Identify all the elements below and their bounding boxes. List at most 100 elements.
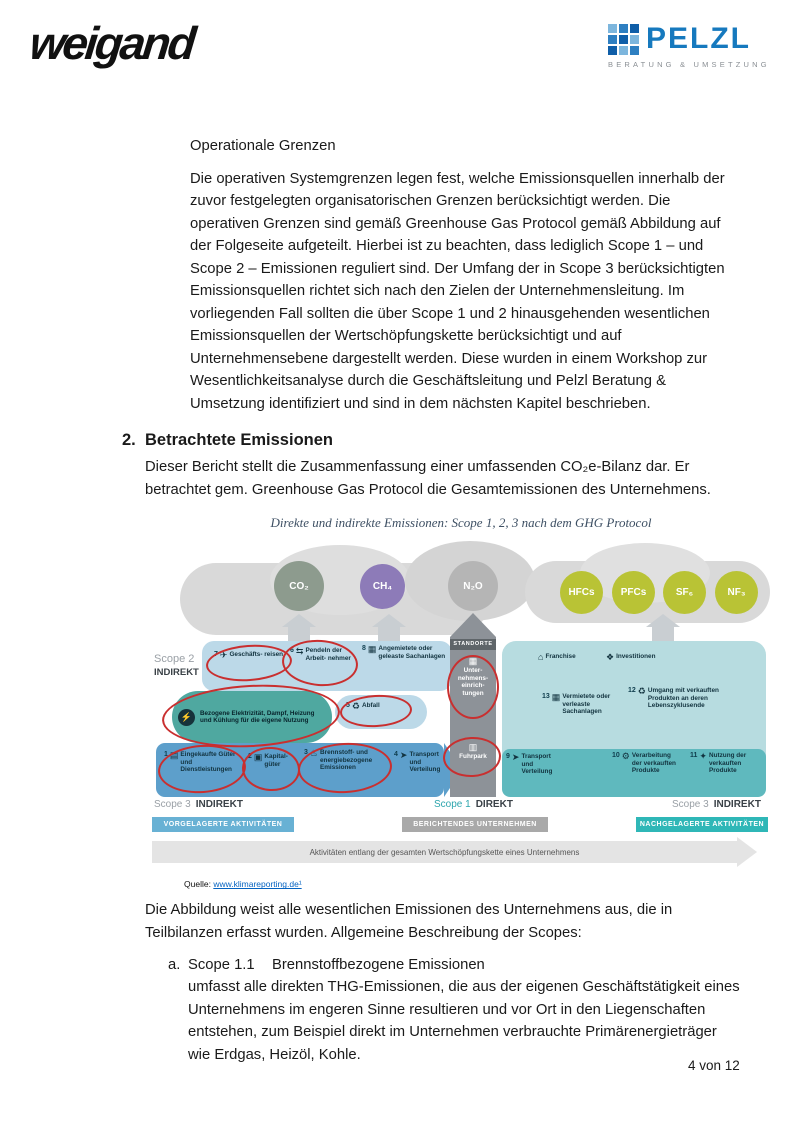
scope-name: Scope 3 xyxy=(154,799,191,811)
item-label: Verarbeitung der verkauften Produkte xyxy=(631,752,676,775)
item-number: 11 xyxy=(690,752,698,760)
cart-icon: ▤ xyxy=(169,750,179,761)
item-number: 6 xyxy=(290,647,294,655)
value-chain-arrowhead xyxy=(737,837,757,868)
item-label: Nutzung der verkauften Produkte xyxy=(708,752,747,775)
value-chain-arrow: Aktivitäten entlang der gesamten Wertsch… xyxy=(152,841,737,864)
recycling-icon: ♻ xyxy=(637,686,646,697)
source-link[interactable]: www.klimareporting.de¹ xyxy=(213,879,302,890)
waste-icon: ♻ xyxy=(351,701,360,712)
scope2-label: Scope 2 INDIREKT xyxy=(154,653,199,679)
item-number: 12 xyxy=(628,687,636,695)
upstream-region-waste xyxy=(335,695,427,730)
plane-icon: ✈ xyxy=(219,650,228,661)
intro-paragraph: Die operativen Systemgrenzen legen fest,… xyxy=(190,171,725,412)
ghg-scope-diagram: STANDORTE ⚡ Bezogene Elektrizität, Dampf… xyxy=(150,541,772,871)
figure-caption: Direkte und indirekte Emissionen: Scope … xyxy=(270,515,652,531)
list-item-a-description: umfasst alle direkten THG-Emissionen, di… xyxy=(188,979,740,1063)
item-number: 7 xyxy=(214,651,218,659)
gas-bubble-sf6: SF₆ xyxy=(663,571,706,615)
item-label: Kapital- güter xyxy=(264,753,288,768)
diagram-item-vehicle-fleet: ▥ Fuhrpark xyxy=(451,743,495,761)
item-label: Fuhrpark xyxy=(459,753,487,761)
page-header: weigand PELZL BERATUNG & UMSETZUNG xyxy=(0,0,800,108)
subsection-title: Operationale Grenzen xyxy=(190,138,336,154)
scope2-type: INDIREKT xyxy=(154,667,199,679)
diagram-item-capital-goods: 2 ▣ Kapital- güter xyxy=(248,753,298,768)
capital-goods-icon: ▣ xyxy=(253,752,263,763)
upstream-region-upper xyxy=(202,641,452,692)
gas-bubble-pfcs: PFCs xyxy=(612,571,655,615)
item-label: Eingekaufte Güter und Dienstleistungen xyxy=(180,751,236,774)
scope-term-title: Brennstoffbezogene Emissionen xyxy=(272,957,485,974)
diagram-item-transport-upstream: 4 ➤ Transport und Verteilung xyxy=(394,751,444,774)
section-lead-paragraph: Dieser Bericht stellt die Zusammenfassun… xyxy=(145,459,711,498)
gas-bubble-ch4: CH₄ xyxy=(360,564,405,610)
reporting-company-banner: BERICHTENDES UNTERNEHMEN xyxy=(402,817,548,833)
item-number: 10 xyxy=(612,752,620,760)
commuter-icon: ⇆ xyxy=(295,646,304,657)
pelzl-logo: PELZL BERATUNG & UMSETZUNG xyxy=(608,22,768,69)
diagram-item-purchased-goods: 1 ▤ Eingekaufte Güter und Dienstleistung… xyxy=(164,751,240,774)
pelzl-logo-text: PELZL xyxy=(646,22,751,55)
item-label: Investitionen xyxy=(616,653,656,661)
item-number: 1 xyxy=(164,751,168,759)
gas-bubble-n2o: N₂O xyxy=(448,561,498,612)
item-number: 8 xyxy=(362,645,366,653)
page-number: 4 von 12 xyxy=(688,1058,740,1073)
item-label: Geschäfts- reisen xyxy=(229,651,284,659)
diagram-item-use-of-sold-products: 11 ✦ Nutzung der verkauften Produkte xyxy=(690,752,760,775)
diagram-item-transport-downstream: 9 ➤ Transport und Verteilung xyxy=(506,753,562,776)
diagram-item-employee-commuting: 6 ⇆ Pendeln der Arbeit- nehmer xyxy=(290,647,354,662)
section-number: 2. xyxy=(122,431,136,450)
item-label: Transport und Verteilung xyxy=(409,751,441,774)
scope-name: Scope 3 xyxy=(672,799,709,811)
item-label: Brennstoff- und energiebezogene Emission… xyxy=(319,749,373,772)
scope-type: INDIREKT xyxy=(195,799,243,811)
scope-term: Scope 1.1 xyxy=(188,957,255,974)
ghg-scope-figure: Direkte und indirekte Emissionen: Scope … xyxy=(150,515,772,889)
section-title: Betrachtete Emissionen xyxy=(145,431,333,450)
item-label: Franchise xyxy=(545,653,576,661)
building-icon: ▦ xyxy=(551,692,561,703)
scope-type: INDIREKT xyxy=(713,799,761,811)
scope2-purchased-energy: ⚡ Bezogene Elektrizität, Dampf, Heizung … xyxy=(172,691,332,744)
company-column-arrowhead xyxy=(450,613,496,638)
item-label: Umgang mit verkauften Produkten an deren… xyxy=(647,687,719,710)
intro-section: Operationale Grenzen Die operativen Syst… xyxy=(145,138,742,415)
item-number: 4 xyxy=(394,751,398,759)
building-icon: ▦ xyxy=(367,644,377,655)
gas-bubble-hfcs: HFCs xyxy=(560,571,603,615)
figure-source: Quelle: www.klimareporting.de¹ xyxy=(184,879,772,889)
item-number: 5 xyxy=(346,702,350,710)
scope2-name: Scope 2 xyxy=(154,653,195,666)
item-label: Pendeln der Arbeit- nehmer xyxy=(305,647,351,662)
diagram-item-processing-sold-products: 10 ⚙ Verarbeitung der verkauften Produkt… xyxy=(612,752,682,775)
truck-icon: ➤ xyxy=(511,752,520,763)
electricity-icon: ⚡ xyxy=(178,708,195,726)
upstream-banner: VORGELAGERTE AKTIVITÄTEN xyxy=(152,817,294,833)
diagram-item-leased-assets-upstream: 8 ▦ Angemietete oder geleaste Sachanlage… xyxy=(362,645,448,660)
scope3-downstream-label: Scope 3 INDIREKT xyxy=(672,799,761,810)
diagram-item-investments: ❖ Investitionen xyxy=(606,653,674,662)
after-figure-paragraph: Die Abbildung weist alle wesentlichen Em… xyxy=(145,902,673,941)
downstream-band xyxy=(502,749,766,798)
item-number: 2 xyxy=(248,753,252,761)
red-annotation-circle xyxy=(447,655,499,720)
item-number: 9 xyxy=(506,753,510,761)
investment-icon: ❖ xyxy=(606,652,615,663)
list-item-a-heading: a. Scope 1.1 Brennstoffbezogene Emission… xyxy=(168,954,742,976)
gear-icon: ⚙ xyxy=(621,751,630,762)
standorte-label: STANDORTE xyxy=(450,639,496,651)
item-label: Angemietete oder geleaste Sachanlagen xyxy=(378,645,446,660)
gas-bubble-nf3: NF₃ xyxy=(715,571,758,615)
diagram-item-business-travel: 7 ✈ Geschäfts- reisen xyxy=(214,651,286,660)
scope-name: Scope 1 xyxy=(434,799,471,811)
diagram-item-leased-assets-downstream: 13 ▦ Vermietete oder verleaste Sachanlag… xyxy=(542,693,622,716)
diagram-item-franchise: ⌂ Franchise xyxy=(538,653,598,662)
diagram-item-waste: 5 ♻ Abfall xyxy=(346,702,412,711)
section-heading: 2. Betrachtete Emissionen xyxy=(122,431,742,450)
diagram-item-end-of-life: 12 ♻ Umgang mit verkauften Produkten an … xyxy=(628,687,724,710)
